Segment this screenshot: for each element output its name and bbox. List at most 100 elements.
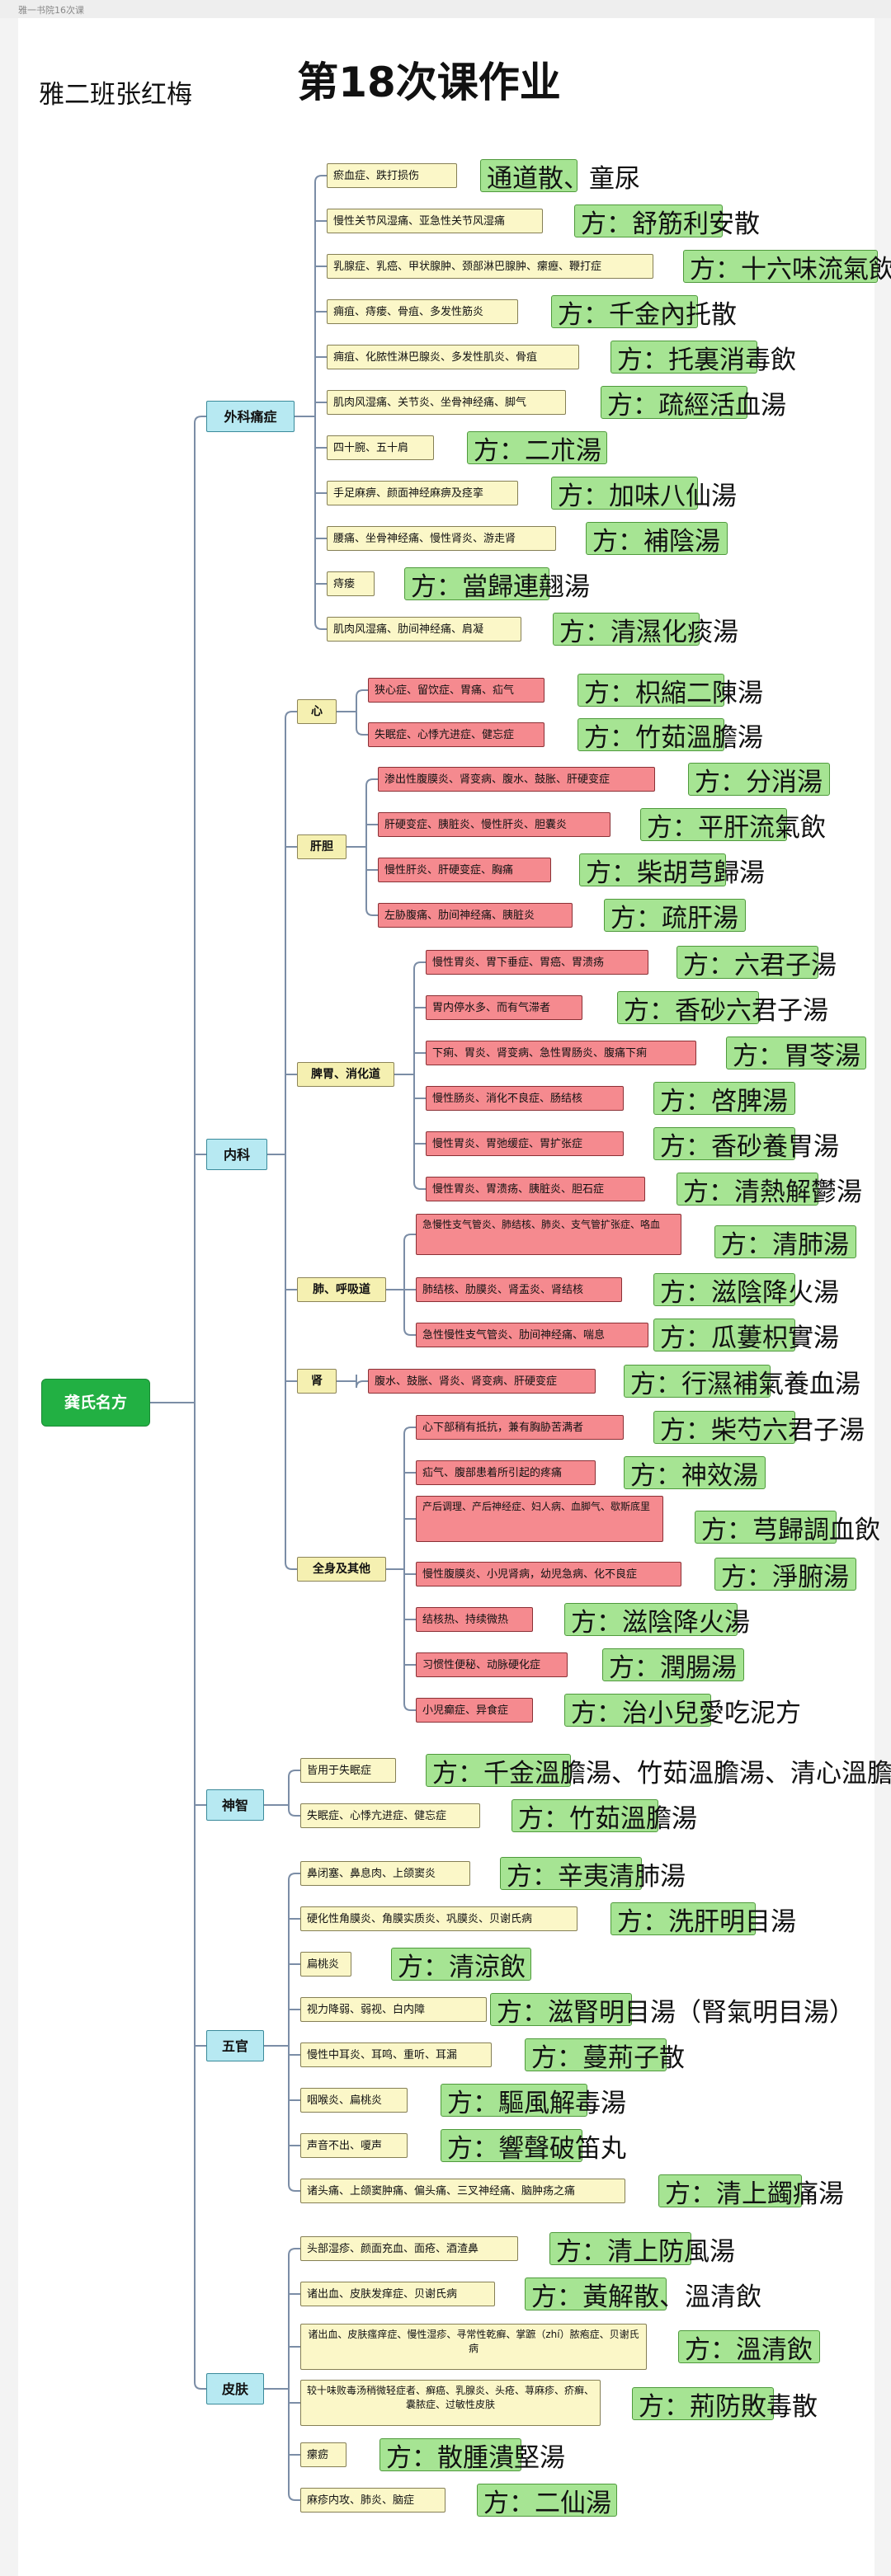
prescription-node[interactable]: 方：淨腑湯 [714,1558,856,1592]
prescription-node[interactable]: 方：清熱解鬱湯 [676,1173,862,1207]
indication-node[interactable]: 心下部稍有抵抗，兼有胸胁苦满者 [416,1415,624,1440]
indication-node[interactable]: 习惯性便秘、动脉硬化症 [416,1652,568,1677]
prescription-node[interactable]: 通道散、童尿 [480,159,640,194]
indication-node[interactable]: 硬化性角膜炎、角膜实质炎、巩膜炎、贝谢氏病 [300,1906,578,1931]
prescription-node[interactable]: 方：舒筋利安散 [574,204,760,239]
prescription-node[interactable]: 方：香砂養胃湯 [653,1127,839,1162]
prescription-node[interactable]: 方：芎歸調血飲 [695,1511,880,1545]
indication-node[interactable]: 结核热、持续微热 [416,1607,533,1632]
indication-node[interactable]: 腰痛、坐骨神经痛、慢性肾炎、游走肾 [327,526,556,551]
subcategory-shen[interactable]: 肾 [297,1369,337,1394]
subcategory-fei[interactable]: 肺、呼吸道 [297,1277,386,1302]
prescription-node[interactable]: 方：香砂六君子湯 [617,991,828,1026]
prescription-node[interactable]: 方：荊防敗毒散 [632,2387,818,2422]
indication-node[interactable]: 慢性中耳炎、耳鸣、重听、耳漏 [300,2042,492,2067]
indication-node[interactable]: 失眠症、心悸亢进症、健忘症 [368,722,544,747]
prescription-node[interactable]: 方：清涼飲 [391,1948,531,1982]
prescription-node[interactable]: 方：黃解散、溫清飲 [525,2278,761,2312]
indication-node[interactable]: 痈疽、痔瘘、骨疽、多发性筋炎 [327,299,518,324]
prescription-node[interactable]: 方：竹茹溫膽湯 [512,1799,697,1834]
prescription-node[interactable]: 方：當歸連翹湯 [404,567,590,602]
prescription-node[interactable]: 方：清上防風湯 [549,2232,735,2267]
indication-node[interactable]: 麻疹内攻、肺炎、脑症 [300,2488,446,2513]
indication-node[interactable]: 诸出血、皮肤发痒症、贝谢氏病 [300,2282,495,2306]
prescription-node[interactable]: 方：驅風解毒湯 [441,2084,626,2118]
prescription-node[interactable]: 方：清肺湯 [714,1225,856,1260]
indication-node[interactable]: 扁桃炎 [300,1952,351,1977]
indication-node[interactable]: 慢性腹膜炎、小児肾病，幼児急病、化不良症 [416,1562,681,1586]
prescription-node[interactable]: 方：行濕補氣養血湯 [624,1365,860,1399]
prescription-node[interactable]: 方：二仙湯 [477,2484,617,2518]
prescription-node[interactable]: 方：二朮湯 [467,431,607,466]
prescription-node[interactable]: 方：疏肝湯 [604,899,746,933]
indication-node[interactable]: 肝硬变症、胰脏炎、慢性肝炎、胆囊炎 [378,812,610,837]
indication-node[interactable]: 肌肉风湿痛、肋间神经痛、肩凝 [327,617,521,642]
category-wuguan[interactable]: 五官 [206,2030,264,2061]
prescription-node[interactable]: 方：枳縮二陳湯 [578,674,763,708]
root-node[interactable]: 龚氏名方 [41,1379,150,1427]
prescription-node[interactable]: 方：蔓荊子散 [525,2038,685,2073]
indication-node[interactable]: 痔瘘 [327,571,375,596]
indication-node[interactable]: 手足麻痹、颜面神经麻痹及痉挛 [327,481,518,505]
indication-node[interactable]: 慢性胃炎、胃下垂症、胃癌、胃溃疡 [426,950,648,975]
indication-node[interactable]: 较十味败毒汤稍微轻症者、癣癌、乳腺炎、头疮、荨麻疹、疥癣、囊脓症、过敏性皮肤 [300,2380,601,2426]
indication-node[interactable]: 皆用于失眠症 [300,1758,396,1783]
indication-node[interactable]: 诸头痛、上颌窦肿痛、偏头痛、三叉神经痛、脑肿疡之痛 [300,2179,625,2203]
prescription-node[interactable]: 方：托裏消毒飲 [610,341,796,375]
indication-node[interactable]: 瘀血症、跌打损伤 [327,163,457,188]
prescription-node[interactable]: 方：滋陰降火湯 [564,1603,750,1638]
indication-node[interactable]: 肺结核、肋膜炎、肾盂炎、肾结核 [416,1277,622,1302]
indication-node[interactable]: 慢性胃炎、胃弛缓症、胃扩张症 [426,1131,624,1156]
indication-node[interactable]: 产后调理、产后神经症、妇人病、血脚气、歇斯底里 [416,1496,663,1542]
indication-node[interactable]: 下痢、胃炎、肾变病、急性胃肠炎、腹痛下痢 [426,1041,696,1065]
indication-node[interactable]: 急慢性支气管炎、肺结核、肺炎、支气管扩张症、咯血 [416,1214,681,1255]
prescription-node[interactable]: 方：治小兒愛吃泥方 [564,1694,801,1728]
indication-node[interactable]: 慢性关节风湿痛、亚急性关节风湿痛 [327,209,543,233]
prescription-node[interactable]: 方：滋腎明目湯（腎氣明目湯） [490,1993,855,2028]
indication-node[interactable]: 瘰疬 [300,2442,346,2467]
category-pifu[interactable]: 皮肤 [206,2373,264,2404]
indication-node[interactable]: 急性慢性支气管炎、肋间神经痛、喘息 [416,1323,648,1347]
indication-node[interactable]: 头部湿疹、颜面充血、面疮、酒渣鼻 [300,2236,518,2261]
prescription-node[interactable]: 方：潤腸湯 [602,1648,744,1683]
subcategory-quanshen[interactable]: 全身及其他 [297,1557,386,1582]
prescription-node[interactable]: 方：散腫潰堅湯 [380,2438,565,2473]
prescription-node[interactable]: 方：胃苓湯 [726,1037,866,1071]
indication-node[interactable]: 慢性肝炎、肝硬变症、胸痛 [378,858,551,882]
indication-node[interactable]: 失眠症、心悸亢进症、健忘症 [300,1803,480,1828]
category-waike[interactable]: 外科痛症 [206,401,295,432]
indication-node[interactable]: 痈疽、化脓性淋巴腺炎、多发性肌炎、骨疽 [327,345,579,369]
prescription-node[interactable]: 方：柴胡芎歸湯 [579,853,765,888]
prescription-node[interactable]: 方：六君子湯 [676,946,837,980]
indication-node[interactable]: 乳腺症、乳癌、甲状腺肿、颈部淋巴腺肿、瘰癧、鞭打症 [327,254,653,279]
prescription-node[interactable]: 方：疏經活血湯 [601,386,786,421]
prescription-node[interactable]: 方：辛夷清肺湯 [500,1857,686,1892]
prescription-node[interactable]: 方：平肝流氣飲 [640,808,826,843]
indication-node[interactable]: 渗出性腹膜炎、肾变病、腹水、鼓胀、肝硬变症 [378,767,655,792]
indication-node[interactable]: 声音不出、嗄声 [300,2133,408,2158]
prescription-node[interactable]: 方：溫清飲 [678,2330,820,2365]
indication-node[interactable]: 狭心症、留饮症、胃痛、疝气 [368,678,544,703]
prescription-node[interactable]: 方：分消湯 [688,763,830,797]
category-neike[interactable]: 内科 [206,1139,267,1170]
prescription-node[interactable]: 方：啓脾湯 [653,1082,795,1116]
indication-node[interactable]: 咽喉炎、扁桃炎 [300,2088,408,2113]
indication-node[interactable]: 腹水、鼓胀、肾炎、肾变病、肝硬变症 [368,1369,596,1394]
indication-node[interactable]: 小児癫症、异食症 [416,1698,533,1723]
indication-node[interactable]: 疝气、腹部患着所引起的疼痛 [416,1460,596,1485]
subcategory-xin[interactable]: 心 [297,699,337,724]
indication-node[interactable]: 鼻闭塞、鼻息肉、上颌窦炎 [300,1861,470,1886]
prescription-node[interactable]: 方：加味八仙湯 [551,477,737,511]
prescription-node[interactable]: 方：神效湯 [624,1456,766,1491]
indication-node[interactable]: 左胁腹痛、肋间神经痛、胰脏炎 [378,903,573,928]
prescription-node[interactable]: 方：竹茹溫膽湯 [578,718,763,753]
prescription-node[interactable]: 方：清濕化痰湯 [553,613,738,647]
indication-node[interactable]: 慢性肠炎、消化不良症、肠结核 [426,1086,624,1111]
prescription-node[interactable]: 方：千金溫膽湯、竹茹溫膽湯、清心溫膽湯 [426,1754,891,1789]
prescription-node[interactable]: 方：清上蠲痛湯 [658,2174,844,2209]
prescription-node[interactable]: 方：洗肝明目湯 [610,1902,796,1937]
indication-node[interactable]: 慢性胃炎、胃溃疡、胰脏炎、胆石症 [426,1177,645,1201]
prescription-node[interactable]: 方：柴芍六君子湯 [653,1411,865,1445]
prescription-node[interactable]: 方：響聲破笛丸 [441,2129,626,2164]
indication-node[interactable]: 四十腕、五十肩 [327,435,434,460]
